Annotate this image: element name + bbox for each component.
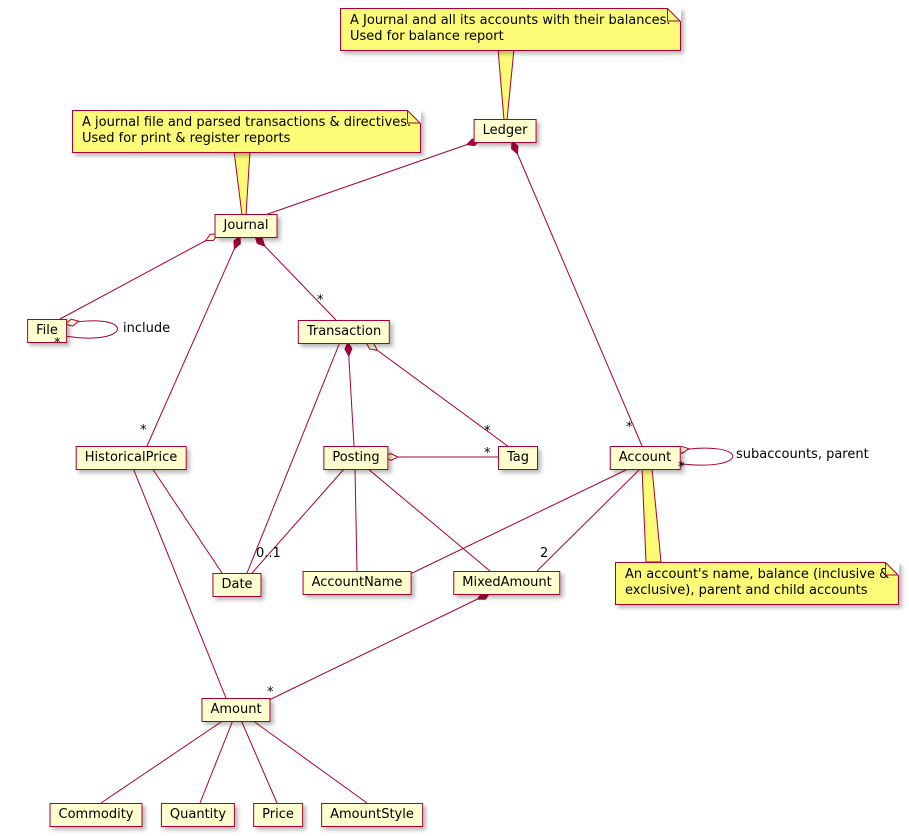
note-ledger: A Journal and all its accounts with thei… bbox=[340, 8, 681, 51]
class-posting: Posting bbox=[323, 446, 389, 470]
class-amount: Amount bbox=[201, 698, 271, 722]
class-journal: Journal bbox=[214, 214, 278, 238]
class-accountname: AccountName bbox=[302, 571, 412, 595]
edge-ledger-account bbox=[512, 141, 643, 447]
edge-file-self-loop bbox=[65, 321, 118, 339]
note-text-line: A journal file and parsed transactions &… bbox=[82, 115, 412, 130]
edge-label-journal-historicalprice-mult: * bbox=[140, 423, 147, 438]
edge-amount-price bbox=[240, 719, 278, 804]
edge-account-mixedamount bbox=[536, 467, 642, 572]
edge-historicalprice-amount bbox=[132, 467, 227, 699]
note-fold-icon bbox=[666, 8, 681, 22]
note-text-line: Used for balance report bbox=[350, 29, 504, 44]
edge-amount-amountstyle bbox=[251, 719, 368, 804]
edge-amount-quantity bbox=[199, 719, 234, 804]
edge-label-posting-tag-mult: * bbox=[484, 446, 491, 461]
edge-posting-accountname bbox=[354, 467, 358, 572]
note-text-line: An account's name, balance (inclusive & bbox=[625, 567, 890, 582]
edge-historicalprice-date bbox=[151, 467, 223, 574]
edge-label-account-loop: subaccounts, parent bbox=[736, 447, 869, 462]
class-date: Date bbox=[212, 573, 262, 597]
class-mixedamount: MixedAmount bbox=[453, 571, 561, 595]
note-text-line: exclusive), parent and child accounts bbox=[625, 583, 868, 598]
edge-ledger-journal bbox=[264, 140, 480, 216]
edge-label-file-include-mult: * bbox=[54, 336, 61, 351]
edge-transaction-date bbox=[246, 341, 341, 574]
edge-label-posting-date-mult: 0..1 bbox=[256, 546, 281, 561]
class-commodity: Commodity bbox=[49, 803, 143, 827]
note-fold-icon bbox=[407, 110, 422, 124]
class-quantity: Quantity bbox=[160, 803, 236, 827]
class-amountstyle: AmountStyle bbox=[321, 803, 423, 827]
edge-journal-historicalprice bbox=[146, 236, 240, 447]
edge-label-file-include: include bbox=[123, 321, 171, 336]
edge-journal-file bbox=[59, 234, 218, 320]
note-journal: A journal file and parsed transactions &… bbox=[72, 110, 422, 153]
edge-posting-date bbox=[251, 467, 346, 574]
note-fold-icon bbox=[885, 562, 900, 576]
edge-amount-commodity bbox=[100, 719, 225, 804]
class-tag: Tag bbox=[497, 446, 539, 470]
edge-label-ledger-account-mult: * bbox=[626, 420, 633, 435]
note-connector-account bbox=[641, 467, 662, 563]
class-transaction: Transaction bbox=[297, 320, 391, 344]
class-account: Account bbox=[609, 446, 681, 470]
class-ledger: Ledger bbox=[473, 119, 537, 143]
class-file: File bbox=[27, 319, 67, 343]
edge-account-accountname bbox=[403, 467, 631, 578]
edge-account-self-loop bbox=[675, 448, 734, 466]
note-text-line: A Journal and all its accounts with thei… bbox=[350, 13, 671, 28]
edge-label-account-mixedamount-mult: 2 bbox=[540, 546, 549, 561]
edge-transaction-posting bbox=[348, 342, 355, 447]
edge-label-journal-transaction-mult: * bbox=[317, 293, 324, 308]
note-account: An account's name, balance (inclusive & … bbox=[615, 562, 900, 605]
edge-label-account-loop-mult: * bbox=[678, 460, 685, 475]
edge-mixedamount-amount bbox=[266, 593, 490, 702]
note-connector-journal bbox=[233, 150, 251, 216]
edge-posting-mixedamount bbox=[366, 467, 491, 572]
edge-journal-transaction bbox=[255, 236, 337, 321]
note-connector-ledger bbox=[497, 48, 515, 121]
edge-label-mixedamount-amount-mult: * bbox=[267, 685, 274, 700]
class-price: Price bbox=[253, 803, 303, 827]
edge-label-transaction-tag-mult: * bbox=[484, 424, 491, 439]
note-text-line: Used for print & register reports bbox=[82, 131, 291, 146]
class-historicalprice: HistoricalPrice bbox=[75, 446, 187, 470]
edge-transaction-tag bbox=[366, 342, 510, 448]
